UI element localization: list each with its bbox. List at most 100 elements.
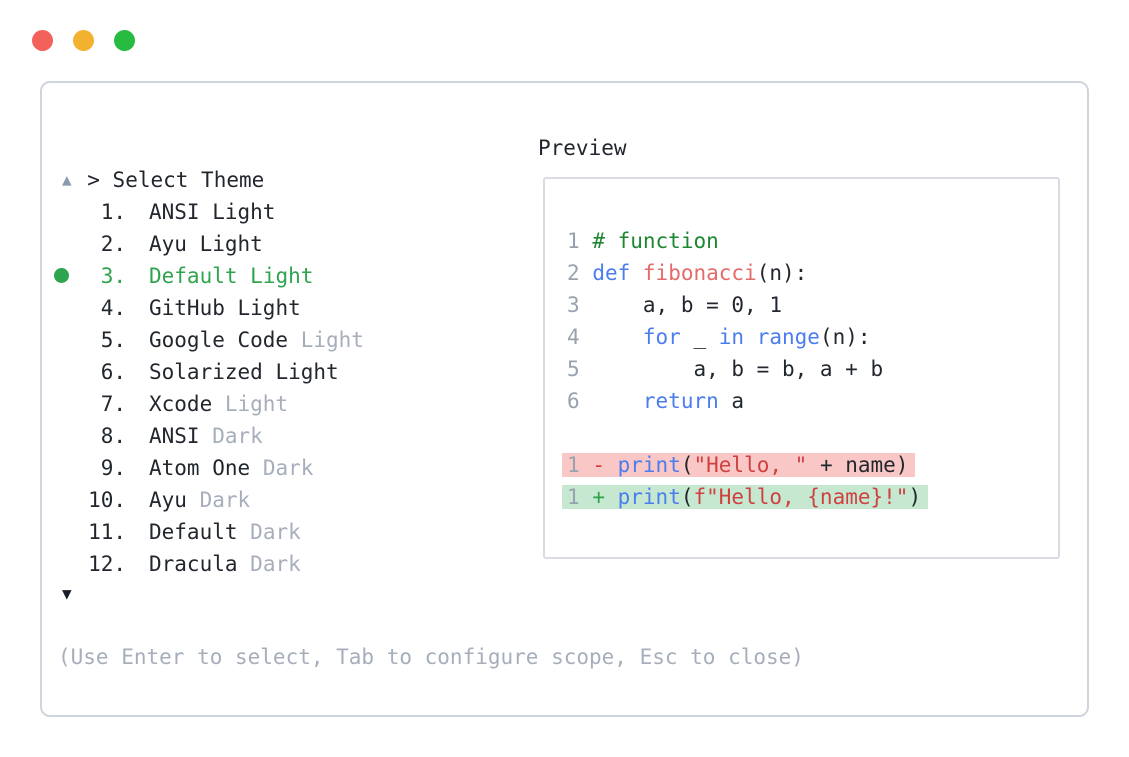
code-line: 6 return a <box>567 385 1058 417</box>
theme-list-item[interactable]: 7. Xcode Light <box>62 388 364 420</box>
theme-list-item[interactable]: 3.Default Light <box>54 260 364 292</box>
code-token: ( <box>680 485 694 509</box>
code-token: fibonacci <box>642 261 757 285</box>
theme-list-item[interactable]: 2. Ayu Light <box>62 228 364 260</box>
theme-variant: Dark <box>199 488 251 512</box>
prompt-chevron: > <box>87 168 100 192</box>
code-token: print <box>617 453 681 477</box>
item-number: 6. <box>100 360 126 384</box>
theme-list-item[interactable]: 9. Atom One Dark <box>62 452 364 484</box>
theme-variant: Dark <box>250 520 301 544</box>
item-number: 11. <box>88 520 126 544</box>
line-number: 1 <box>567 485 580 509</box>
line-number: 2 <box>567 261 580 285</box>
selected-indicator-dot <box>54 268 69 283</box>
theme-variant: Light <box>300 328 364 352</box>
item-number: 9. <box>100 456 126 480</box>
code-token <box>630 261 643 285</box>
line-number: 5 <box>567 357 580 381</box>
code-token <box>744 325 757 349</box>
code-token: print <box>617 485 681 509</box>
code-token: (n): <box>819 325 871 349</box>
item-number: 12. <box>88 552 126 576</box>
code-line: 1 - print("Hello, " + name) <box>562 449 1058 481</box>
theme-list-item[interactable]: 12. Dracula Dark <box>62 548 364 580</box>
item-label: Google Code Light <box>149 328 364 352</box>
theme-list-item[interactable]: 4. GitHub Light <box>62 292 364 324</box>
theme-name: ANSI <box>149 424 200 448</box>
diff-removed-line: 1 - print("Hello, " + name) <box>562 453 916 477</box>
item-number: 4. <box>100 296 126 320</box>
item-number: 8. <box>100 424 126 448</box>
theme-variant: Dark <box>250 552 301 576</box>
theme-list-item[interactable]: 11. Default Dark <box>62 516 364 548</box>
theme-variant: Light <box>212 200 276 224</box>
code-token: return <box>642 389 719 413</box>
code-line: 3 a, b = 0, 1 <box>567 289 1058 321</box>
item-number: 10. <box>88 488 126 512</box>
theme-variant: Light <box>275 360 339 384</box>
theme-variant: Light <box>224 392 289 416</box>
theme-variant: Dark <box>212 424 263 448</box>
theme-list-item[interactable]: 5. Google Code Light <box>62 324 364 356</box>
close-button[interactable] <box>32 30 53 51</box>
code-token: range <box>756 325 820 349</box>
theme-name: Dracula <box>149 552 238 576</box>
theme-variant: Dark <box>262 456 314 480</box>
theme-name: Ayu <box>149 232 187 256</box>
code-token: + name) <box>807 453 909 477</box>
code-token: a <box>718 389 745 413</box>
code-token: _ <box>680 325 719 349</box>
minimize-button[interactable] <box>73 30 94 51</box>
code-line: 2 def fibonacci(n): <box>567 257 1058 289</box>
code-line: 5 a, b = b, a + b <box>567 353 1058 385</box>
theme-variant: Light <box>250 264 314 288</box>
theme-variant: Light <box>199 232 263 256</box>
item-label: Ayu Dark <box>149 488 250 512</box>
scroll-up-indicator[interactable]: ▲ <box>62 170 72 189</box>
code-line <box>567 417 1058 449</box>
item-number: 1. <box>100 200 126 224</box>
code-line: 4 for _ in range(n): <box>567 321 1058 353</box>
diff-sign: - <box>592 453 605 477</box>
theme-name: ANSI <box>149 200 200 224</box>
code-token: "Hello, " <box>693 453 808 477</box>
item-label: ANSI Dark <box>149 424 263 448</box>
select-theme-prompt: >Select Theme <box>62 132 264 192</box>
theme-list-item[interactable]: 8. ANSI Dark <box>62 420 364 452</box>
item-number: 2. <box>100 232 126 256</box>
code-token: (n): <box>756 261 808 285</box>
theme-name: Solarized <box>149 360 263 384</box>
theme-name: Atom One <box>149 456 251 480</box>
code-token: a, b = b, a + b <box>592 357 884 381</box>
theme-list-item[interactable]: 6. Solarized Light <box>62 356 364 388</box>
line-number: 1 <box>567 229 580 253</box>
zoom-button[interactable] <box>114 30 135 51</box>
line-number: 6 <box>567 389 580 413</box>
item-label: Solarized Light <box>149 360 339 384</box>
theme-name: Google Code <box>149 328 289 352</box>
theme-list-item[interactable]: 1. ANSI Light <box>62 196 364 228</box>
keyboard-hint: (Use Enter to select, Tab to configure s… <box>58 645 804 669</box>
code-token: f"Hello, {name}!" <box>693 485 909 509</box>
item-label: Atom One Dark <box>149 456 313 480</box>
item-number: 5. <box>100 328 126 352</box>
item-number: 3. <box>100 264 126 288</box>
code-token: def <box>592 261 631 285</box>
item-label: GitHub Light <box>149 296 301 320</box>
scroll-down-indicator[interactable]: ▼ <box>62 584 72 603</box>
theme-name: Ayu <box>149 488 187 512</box>
preview-label: Preview <box>538 136 627 160</box>
item-label: Dracula Dark <box>149 552 301 576</box>
theme-name: Default <box>149 520 238 544</box>
code-token <box>592 325 643 349</box>
code-token: for <box>642 325 681 349</box>
code-token: # function <box>592 229 719 253</box>
code-token <box>592 389 643 413</box>
theme-list-item[interactable]: 10. Ayu Dark <box>62 484 364 516</box>
item-number: 7. <box>100 392 126 416</box>
theme-name: Xcode <box>149 392 213 416</box>
